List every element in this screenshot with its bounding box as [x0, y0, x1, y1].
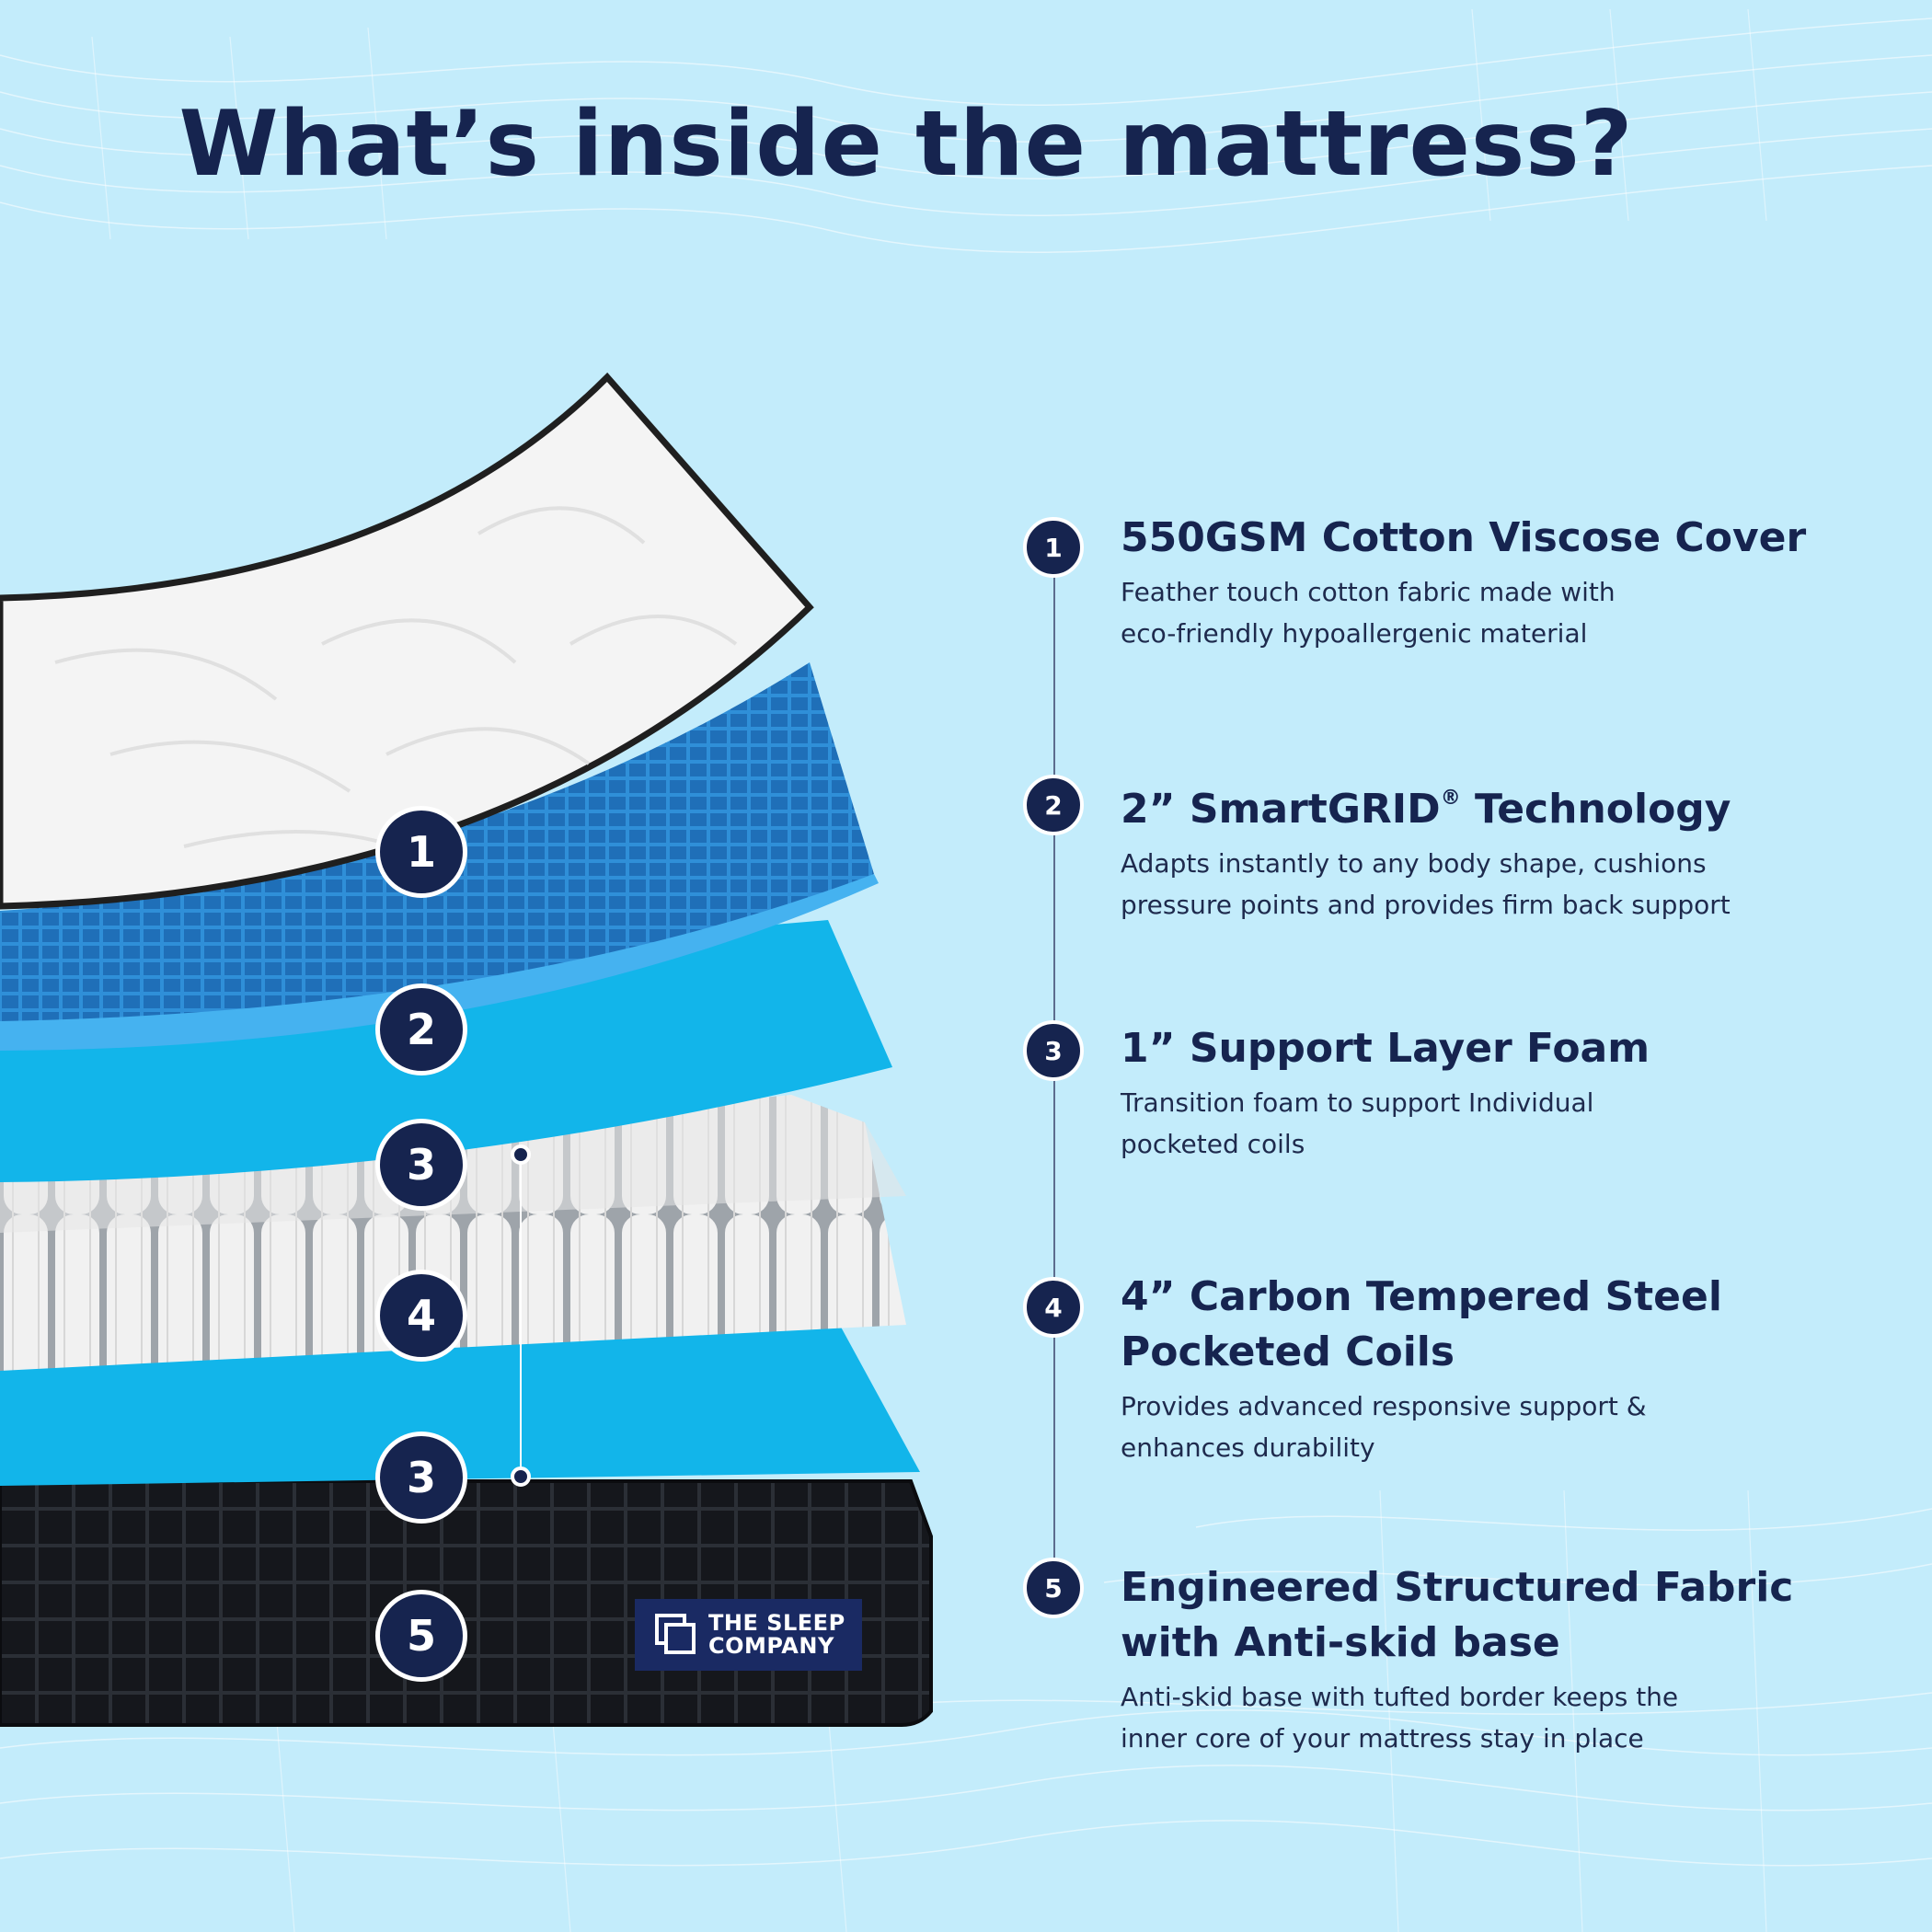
spec-badge-2: 2	[1023, 775, 1084, 835]
brand-name: THE SLEEP COMPANY	[708, 1610, 845, 1659]
cotton-cover	[0, 372, 814, 910]
spec-title-2: 2” SmartGRID® Technology	[1121, 771, 1912, 837]
spec-description-2: Adapts instantly to any body shape, cush…	[1121, 848, 1731, 920]
spec-title-5: Engineered Structured Fabric with Anti-s…	[1121, 1564, 1794, 1666]
layer-badge-1: 1	[375, 806, 467, 898]
spec-title-2-main: 2” SmartGRID	[1121, 786, 1441, 833]
layer-badge-2: 2	[375, 983, 467, 1075]
spec-title-3: 1” Support Layer Foam	[1121, 1025, 1650, 1072]
layer-badge-5: 5	[375, 1590, 467, 1682]
spec-badge-4: 4	[1023, 1277, 1084, 1338]
spec-item-2: 2” SmartGRID® Technology Adapts instantl…	[1121, 771, 1912, 926]
brand-logo-icon	[655, 1614, 696, 1654]
spec-title-2-end: Technology	[1460, 786, 1731, 833]
spec-badge-3: 3	[1023, 1020, 1084, 1081]
layer-badge-3-upper: 3	[375, 1119, 467, 1211]
spec-item-1: 550GSM Cotton Viscose Cover Feather touc…	[1121, 511, 1912, 654]
spec-badge-1: 1	[1023, 517, 1084, 578]
registered-mark: ®	[1440, 787, 1461, 810]
page-title: What’s inside the mattress?	[178, 92, 1634, 197]
spec-description-1: Feather touch cotton fabric made with ec…	[1121, 577, 1616, 649]
spec-item-4: 4” Carbon Tempered Steel Pocketed Coils …	[1121, 1270, 1912, 1468]
layer-badge-3-lower: 3	[375, 1432, 467, 1524]
spec-description-5: Anti-skid base with tufted border keeps …	[1121, 1682, 1679, 1754]
spec-title-1: 550GSM Cotton Viscose Cover	[1121, 514, 1807, 561]
spec-badge-5: 5	[1023, 1558, 1084, 1618]
layer-badge-4: 4	[375, 1270, 467, 1362]
spec-description-4: Provides advanced responsive support & e…	[1121, 1391, 1647, 1463]
spec-title-4: 4” Carbon Tempered Steel Pocketed Coils	[1121, 1273, 1722, 1375]
spec-item-3: 1” Support Layer Foam Transition foam to…	[1121, 1021, 1912, 1165]
spec-description-3: Transition foam to support Individual po…	[1121, 1087, 1594, 1159]
brand-tag: THE SLEEP COMPANY	[635, 1599, 862, 1671]
mattress-layers-illustration	[0, 372, 933, 1727]
spec-item-5: Engineered Structured Fabric with Anti-s…	[1121, 1560, 1912, 1759]
